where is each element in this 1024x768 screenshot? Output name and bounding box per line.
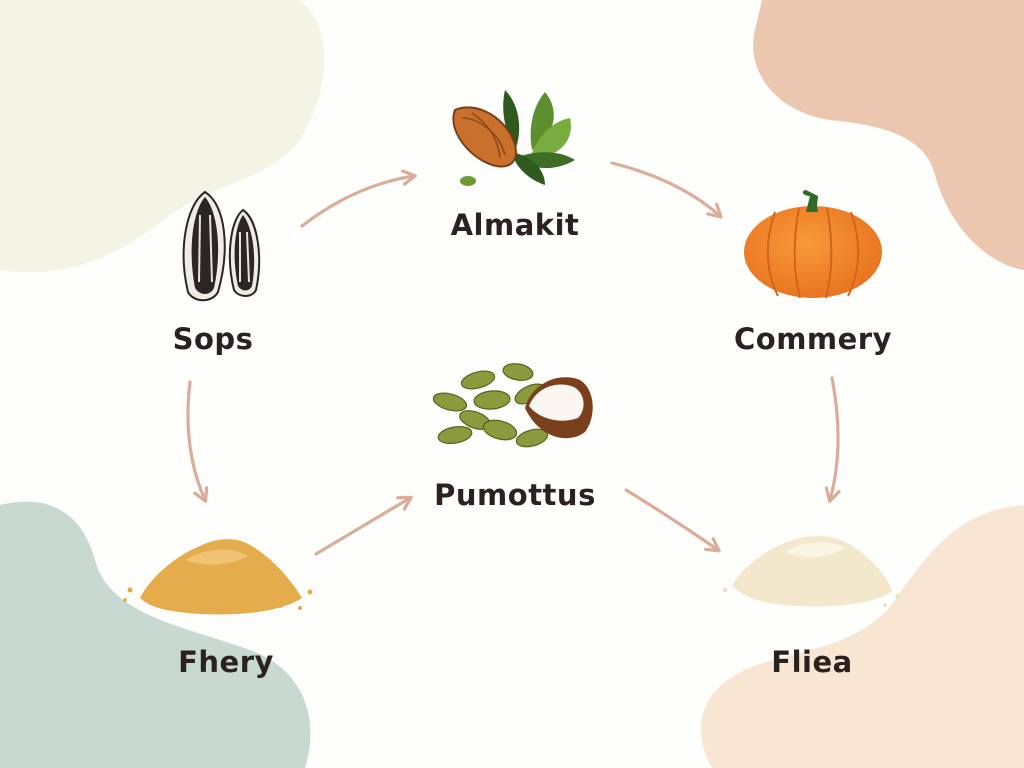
background-blob-bottom-left (0, 501, 311, 768)
arrow-fhery-to-pumottus (314, 498, 410, 556)
arrow-pumottus-to-fliea (624, 488, 718, 550)
arrow-sops-to-almakit (300, 176, 414, 228)
background-blob-bottom-right (700, 505, 1024, 768)
white-flour-pile-icon (722, 536, 901, 607)
arrows (186, 161, 838, 556)
arrow-almakit-to-commery (610, 161, 720, 216)
node-label-commery: Commery (733, 322, 893, 356)
node-label-pumottus: Pumottus (434, 478, 596, 512)
pumpkin-icon (744, 190, 882, 299)
node-label-fhery: Fhery (178, 645, 274, 679)
node-label-fliea: Fliea (771, 645, 853, 679)
almond-leaves-icon (452, 90, 575, 186)
golden-flour-pile-icon (123, 539, 313, 615)
pumpkin-seeds-coconut-icon (432, 363, 593, 448)
node-label-sops: Sops (172, 322, 254, 356)
sunflower-seeds-icon (182, 190, 261, 302)
arrow-commery-to-fliea (830, 376, 838, 500)
background-blob-top-right (753, 0, 1024, 270)
arrow-sops-to-fhery (186, 380, 205, 500)
node-label-almakit: Almakit (450, 208, 580, 242)
background-blob-top-left (0, 0, 325, 273)
